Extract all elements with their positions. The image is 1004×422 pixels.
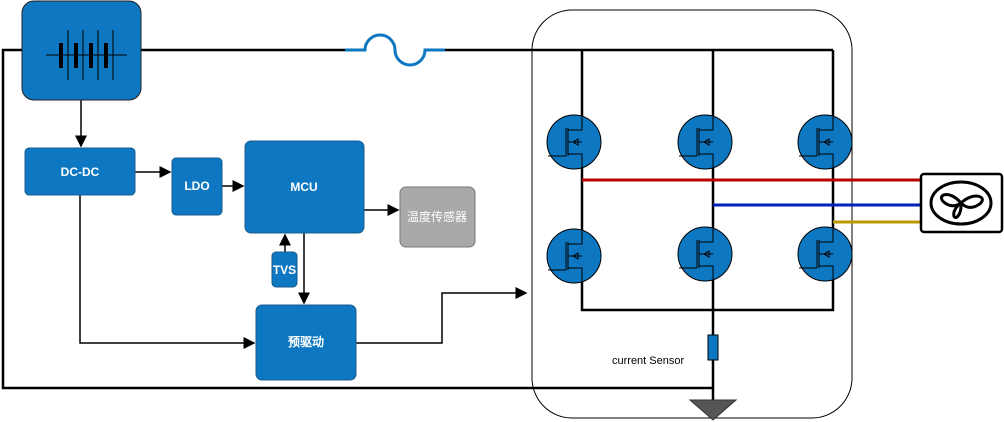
dcdc-block[interactable]: DC-DC (24, 147, 136, 196)
svg-text:TVS: TVS (273, 263, 296, 277)
battery-icon (46, 30, 127, 80)
ldo-block[interactable]: LDO (171, 157, 223, 216)
predriver-block[interactable]: 预驱动 (255, 304, 357, 381)
svg-text:MCU: MCU (290, 180, 317, 194)
power-wiring (1, 48, 835, 400)
mcu-block[interactable]: MCU (244, 140, 365, 234)
svg-text:DC-DC: DC-DC (61, 165, 100, 179)
tvs-block[interactable]: TVS (271, 251, 298, 288)
ground-icon (688, 399, 738, 421)
fan-icon (929, 180, 993, 226)
svg-text:LDO: LDO (184, 179, 209, 193)
svg-text:温度传感器: 温度传感器 (407, 209, 467, 224)
current-sensor (707, 334, 719, 361)
inverter-container (531, 9, 853, 419)
signal-wiring (75, 100, 528, 349)
current-sensor-label: current Sensor (612, 355, 684, 367)
temp-sensor-block[interactable]: 温度传感器 (399, 186, 476, 248)
mosfet-icon (546, 114, 853, 284)
fuse-icon (345, 33, 445, 67)
fan-motor[interactable] (919, 172, 1004, 234)
svg-text:预驱动: 预驱动 (288, 335, 324, 349)
battery-block[interactable] (21, 0, 142, 101)
